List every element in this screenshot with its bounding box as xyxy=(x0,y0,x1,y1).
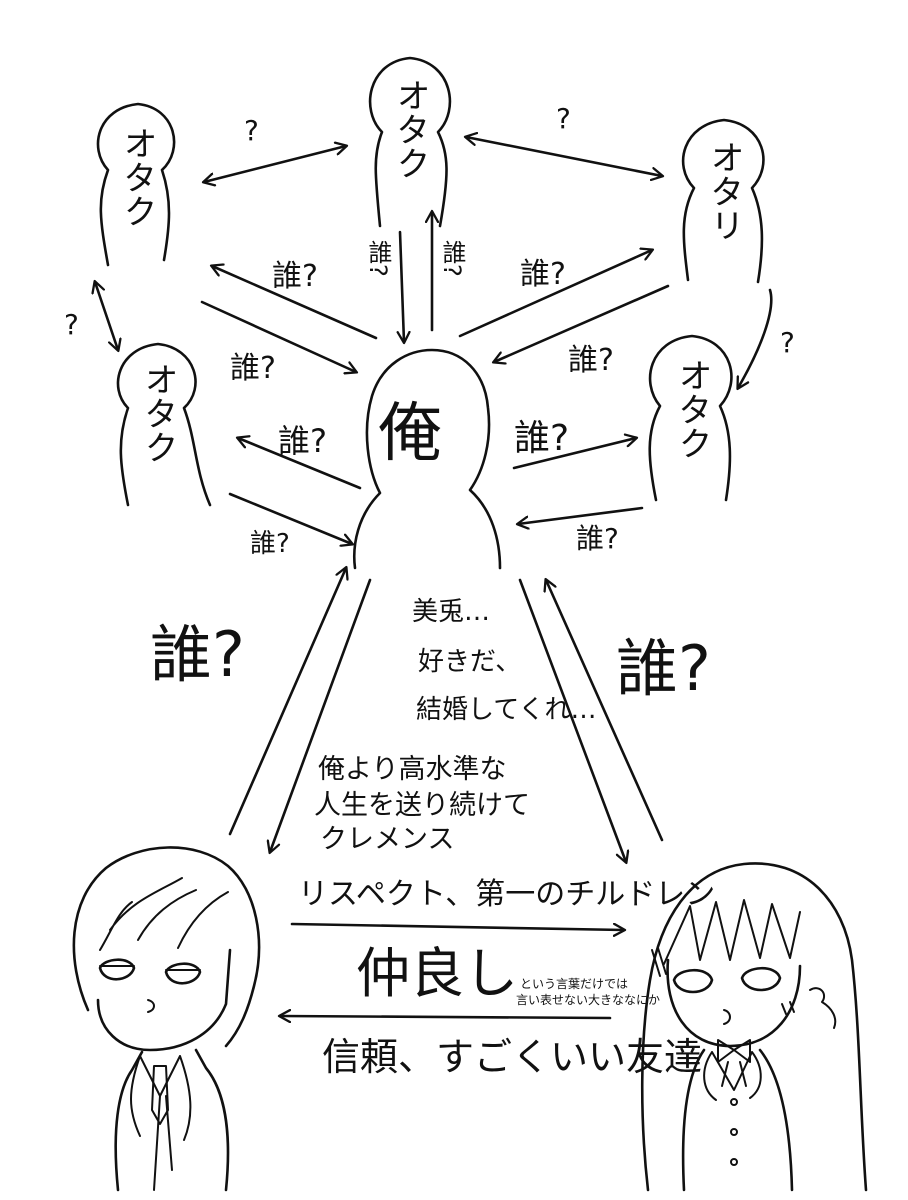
girl-hairclip xyxy=(651,947,667,977)
arrow-girl-to-ore xyxy=(546,580,664,842)
arrow-mid-right-out xyxy=(512,438,636,470)
message-center-note-line2: 言い表せない大きななにか xyxy=(516,993,660,1007)
who-upper-left-in: 誰? xyxy=(230,351,276,386)
message-ore-to-boy-line3: クレメンス xyxy=(320,824,454,855)
girl-collar xyxy=(703,1051,762,1101)
message-ore-to-girl-line1: 美兎… xyxy=(412,597,490,627)
who-top-up: 誰? xyxy=(438,240,466,277)
arrow-otaku-top-left-pair xyxy=(204,146,346,182)
girl-button-3 xyxy=(730,1158,738,1166)
girl-bangs xyxy=(663,899,801,965)
arrow-otaku-right-vertical xyxy=(738,288,773,388)
arrow-ore-to-girl xyxy=(518,578,626,862)
message-center-note-line1: という言葉だけでは xyxy=(520,977,628,991)
boy-face xyxy=(96,948,232,1052)
ore-label: 俺 xyxy=(378,397,442,471)
girl-button-2 xyxy=(730,1128,738,1136)
arrow-upper-right-in xyxy=(494,284,670,362)
boy-mouth xyxy=(147,999,155,1013)
boy-collar xyxy=(130,1055,192,1191)
message-ore-to-girl-line2: 好きだ、 xyxy=(418,647,521,677)
boy-character xyxy=(72,846,261,1192)
who-mid-left-in: 誰? xyxy=(250,529,290,559)
otaku-upper-right-label: オタリ xyxy=(704,140,744,242)
arrow-mid-right-in xyxy=(518,506,644,524)
arrow-mid-left-in xyxy=(228,492,352,544)
arrow-girl-to-boy xyxy=(280,1016,612,1018)
girl-ribbon xyxy=(717,1039,751,1087)
arrow-mid-left-out xyxy=(238,438,362,490)
message-center: 仲良し xyxy=(356,942,518,1005)
who-upper-right-out: 誰? xyxy=(520,257,566,292)
girl-face xyxy=(666,958,802,1048)
boy-fringe xyxy=(99,877,229,951)
girl-mouth xyxy=(723,1009,731,1025)
arrow-boy-to-ore xyxy=(228,568,346,836)
boy-hair xyxy=(72,846,261,1048)
boy-tie xyxy=(151,1065,169,1125)
arrow-boy-to-girl xyxy=(290,922,624,930)
otaku-upper-right-body xyxy=(681,118,765,284)
question-top-left-pair: ? xyxy=(244,114,259,147)
question-left-vertical: ? xyxy=(64,308,79,341)
arrow-upper-left-in xyxy=(200,300,356,372)
girl-ornament xyxy=(809,987,837,1029)
who-mid-right-in: 誰? xyxy=(576,522,619,555)
question-top-right-pair: ? xyxy=(556,102,571,135)
otaku-mid-left-label: オタク xyxy=(138,362,178,464)
question-right-vertical: ? xyxy=(780,326,795,359)
who-mid-right-out: 誰? xyxy=(514,418,569,459)
otaku-mid-right-body xyxy=(648,334,733,502)
who-upper-right-in: 誰? xyxy=(568,343,614,378)
otaku-top-label: オタク xyxy=(390,78,430,180)
arrow-upper-left-out xyxy=(212,266,378,340)
boy-eye-left xyxy=(98,958,136,981)
girl-blush xyxy=(781,1001,795,1015)
girl-hair xyxy=(640,862,868,1192)
otaku-upper-left-body xyxy=(96,102,176,267)
message-girl-to-boy: 信頼、すごくいい友達 xyxy=(322,1035,702,1079)
message-ore-to-girl-line3: 結婚してくれ… xyxy=(416,695,596,725)
who-big-right: 誰? xyxy=(616,632,711,705)
otaku-mid-right-label: オタク xyxy=(672,358,712,460)
message-boy-to-girl: リスペクト、第一のチルドレン xyxy=(298,877,715,912)
message-ore-to-boy-line1: 俺より高水準な xyxy=(318,754,506,785)
arrow-otaku-left-vertical xyxy=(95,282,118,350)
girl-eye-left xyxy=(672,968,714,994)
message-ore-to-boy-line2: 人生を送り続けて xyxy=(314,790,530,821)
girl-button-1 xyxy=(730,1098,738,1106)
boy-suit xyxy=(114,1048,230,1192)
arrow-upper-right-out xyxy=(458,250,652,338)
otaku-mid-left-body xyxy=(116,342,212,507)
who-upper-left-to-ore: 誰? xyxy=(272,259,318,294)
otaku-top-body xyxy=(368,56,452,228)
arrow-top-down xyxy=(400,230,404,342)
girl-character xyxy=(640,862,868,1192)
girl-uniform xyxy=(681,1048,794,1192)
who-big-left: 誰? xyxy=(150,618,245,691)
arrow-otaku-top-right-pair xyxy=(466,137,662,176)
arrow-ore-to-boy xyxy=(270,578,372,852)
who-top-down: 誰? xyxy=(364,240,392,277)
ore-body xyxy=(353,348,502,570)
otaku-upper-left-label: オタク xyxy=(117,126,157,228)
girl-eye-right xyxy=(740,966,782,992)
who-mid-left-out: 誰? xyxy=(278,422,327,460)
boy-eye-right xyxy=(164,962,202,985)
